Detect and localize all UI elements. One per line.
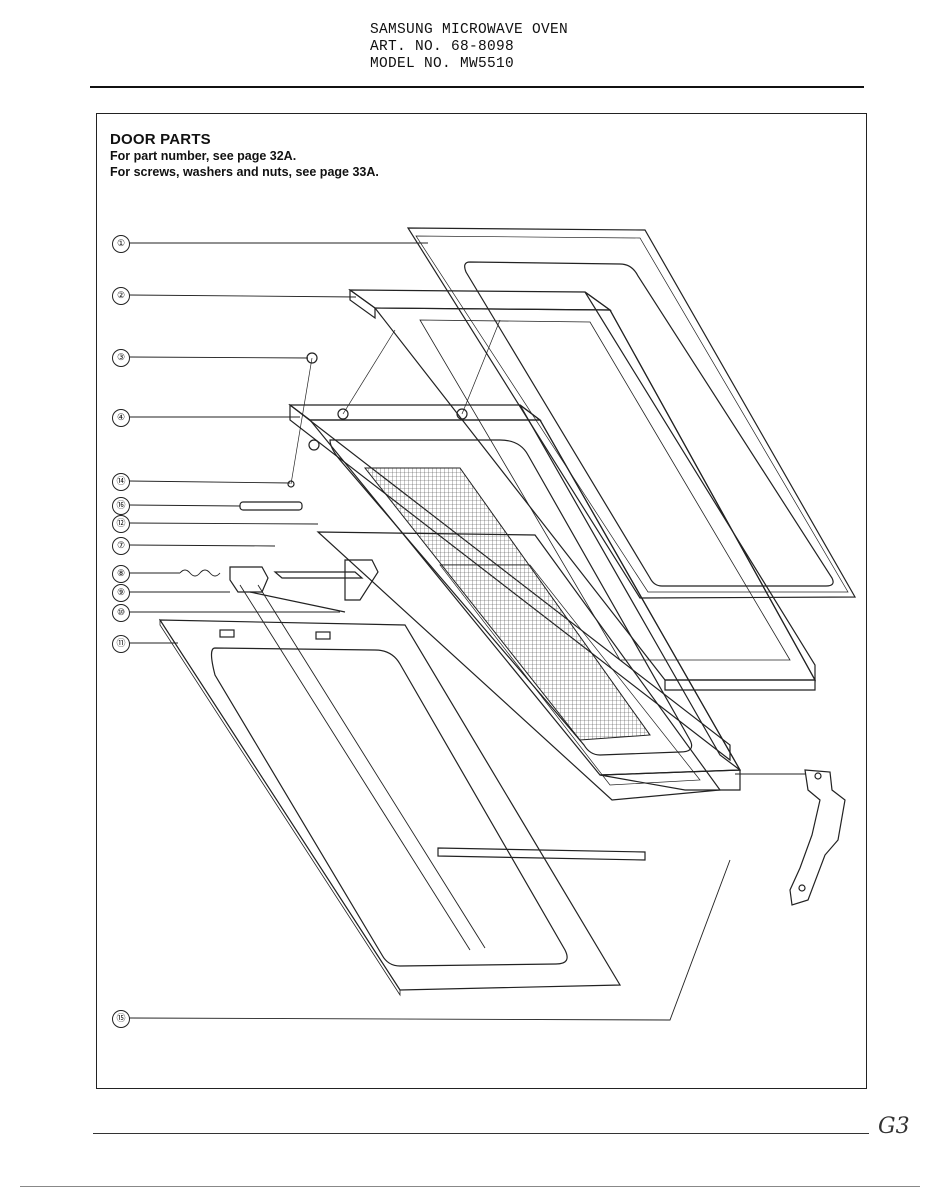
- leader-lines: [128, 242, 805, 1021]
- bottom-edge-rule: [20, 1186, 920, 1187]
- mesh-screen: [363, 467, 651, 741]
- callout-9: ⑨: [112, 584, 130, 602]
- inner-glass: [316, 531, 722, 801]
- latch-assembly: [179, 559, 379, 613]
- part-number-note: For part number, see page 32A.: [110, 149, 297, 163]
- door-cover: [158, 584, 622, 997]
- screws: [287, 319, 501, 488]
- header-product: SAMSUNG MICROWAVE OVEN: [370, 22, 569, 38]
- header-model-no: MODEL NO. MW5510: [370, 56, 515, 72]
- document-header: SAMSUNG MICROWAVE OVEN ART. NO. 68-8098 …: [370, 22, 568, 73]
- callout-15: ⑮: [112, 1010, 130, 1028]
- diagram-frame: [96, 113, 867, 1089]
- callout-8: ⑧: [112, 565, 130, 583]
- callout-4: ④: [112, 409, 130, 427]
- callout-12: ⑫: [112, 515, 130, 533]
- header-rule: [90, 86, 864, 88]
- choke-panel: [288, 403, 742, 791]
- screws-note: For screws, washers and nuts, see page 3…: [110, 165, 379, 179]
- callout-1: ①: [112, 235, 130, 253]
- section-titleblock: DOOR PARTS For part number, see page 32A…: [110, 131, 379, 180]
- section-title: DOOR PARTS: [110, 131, 211, 148]
- callout-16: ⑯: [112, 497, 130, 515]
- footer-rule: [93, 1133, 869, 1134]
- header-art-no: ART. NO. 68-8098: [370, 39, 515, 55]
- hinge-bracket: [789, 769, 846, 906]
- callout-11: ⑪: [112, 635, 130, 653]
- callout-2: ②: [112, 287, 130, 305]
- callout-7: ⑦: [112, 537, 130, 555]
- callout-3: ③: [112, 349, 130, 367]
- door-frame: [348, 288, 817, 691]
- bottom-bar: [437, 847, 646, 861]
- callout-14: ⑭: [112, 473, 130, 491]
- callout-10: ⑩: [112, 604, 130, 622]
- page-number: G3: [878, 1114, 910, 1139]
- rod-part: [239, 501, 303, 511]
